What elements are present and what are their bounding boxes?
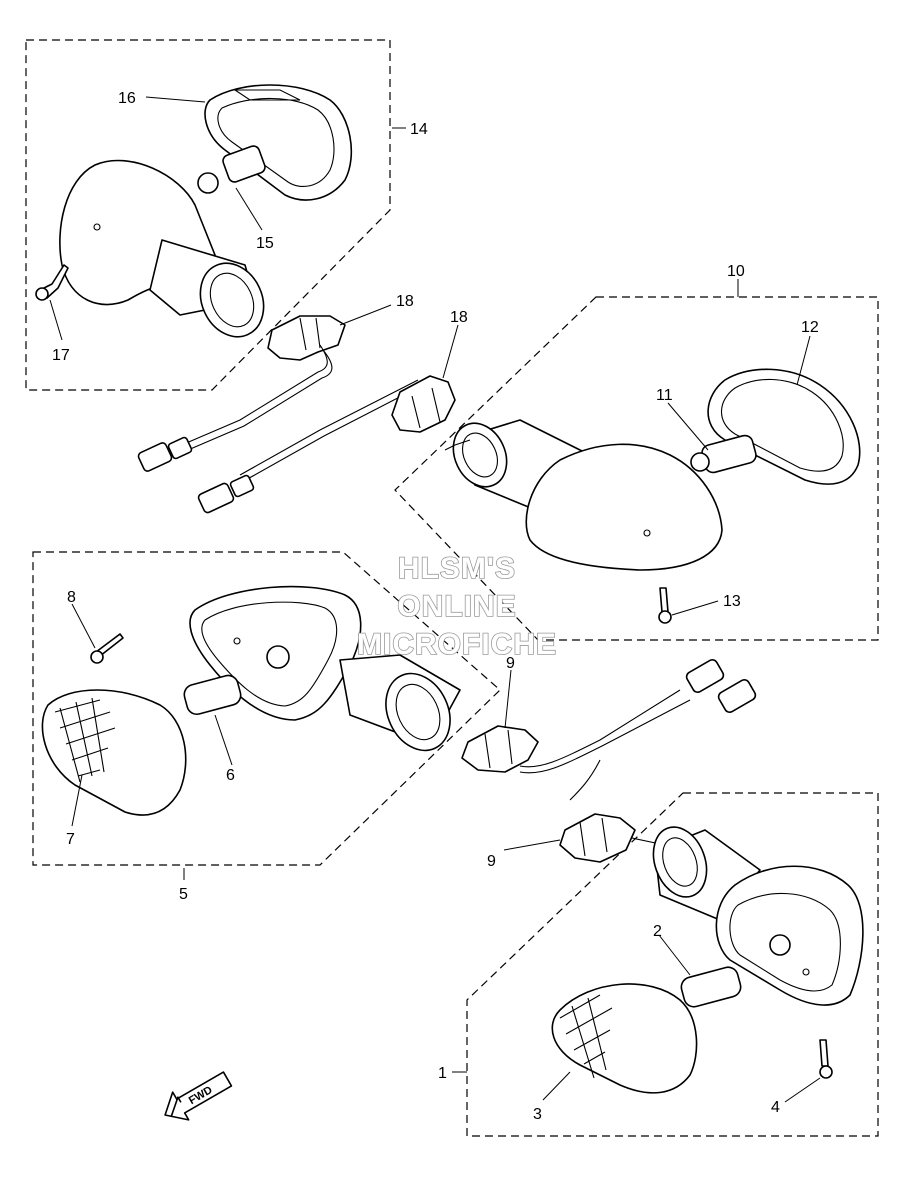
bulb-6 xyxy=(183,674,242,716)
left-middle-turn-signal xyxy=(41,585,461,816)
cable-holder-18-right xyxy=(391,375,456,433)
callout-17: 17 xyxy=(52,347,70,364)
leader-lines xyxy=(49,96,821,1103)
cable-holder-18-upper xyxy=(267,315,346,361)
connector-lower-b xyxy=(717,679,757,713)
callout-15: 15 xyxy=(256,235,274,252)
callout-3: 3 xyxy=(533,1106,542,1123)
upper-left-turn-signal xyxy=(35,84,353,338)
callout-11: 11 xyxy=(656,387,673,404)
lens-12 xyxy=(707,368,861,485)
bulb-2 xyxy=(680,966,742,1008)
callout-9-lower: 9 xyxy=(487,853,496,870)
assembly-5-boundary xyxy=(32,551,501,866)
callout-9-middle: 9 xyxy=(506,655,515,672)
callout-4: 4 xyxy=(771,1099,780,1116)
grommet-upper-left xyxy=(199,262,265,338)
grommet-right-middle xyxy=(452,422,508,488)
grommet-lower-right xyxy=(652,826,708,898)
watermark: HLSM'S ONLINE MICROFICHE xyxy=(356,551,557,662)
callout-12: 12 xyxy=(801,319,819,336)
callout-6: 6 xyxy=(226,767,235,784)
upper-cable-routing xyxy=(137,315,456,514)
lens-16 xyxy=(204,84,353,201)
bulb-11 xyxy=(701,434,757,474)
callout-13: 13 xyxy=(723,593,741,610)
watermark-line-3: MICROFICHE xyxy=(357,628,557,661)
screw-4 xyxy=(819,1039,829,1067)
callout-8: 8 xyxy=(67,589,76,606)
assembly-10-boundary xyxy=(394,296,879,641)
lower-cable-routing xyxy=(461,659,757,863)
grommet-left-middle xyxy=(385,672,451,752)
housing-right-middle xyxy=(525,443,723,571)
connector-lower-a xyxy=(685,659,725,693)
cable-holder-9-middle xyxy=(461,725,539,773)
connector-upper-b xyxy=(197,482,235,514)
callout-7: 7 xyxy=(66,831,75,848)
callouts: 16 15 17 14 18 18 10 12 11 13 8 6 7 5 9 … xyxy=(52,90,819,1123)
callout-16: 16 xyxy=(118,90,136,107)
forward-arrow-icon: FWD xyxy=(164,1071,233,1121)
callout-2: 2 xyxy=(653,923,662,940)
right-middle-turn-signal xyxy=(444,368,861,624)
callout-18-upper: 18 xyxy=(396,293,414,310)
callout-14: 14 xyxy=(410,121,428,138)
callout-1: 1 xyxy=(438,1065,447,1082)
lens-7 xyxy=(41,689,187,816)
cable-holder-9-lower xyxy=(559,813,636,863)
assembly-outlines xyxy=(25,39,879,1137)
housing-lower-right xyxy=(715,865,864,1006)
callout-5: 5 xyxy=(179,886,188,903)
callout-18-right: 18 xyxy=(450,309,468,326)
watermark-line-2: ONLINE xyxy=(397,590,516,623)
lens-3 xyxy=(551,983,698,1094)
callout-10: 10 xyxy=(727,263,745,280)
assembly-1-boundary xyxy=(466,792,879,1137)
lower-right-turn-signal xyxy=(551,826,864,1094)
assembly-14-boundary xyxy=(25,39,391,391)
screw-13 xyxy=(659,587,669,613)
bulb-15 xyxy=(222,145,266,183)
connector-upper-a xyxy=(137,442,173,472)
watermark-line-1: HLSM'S xyxy=(398,552,516,585)
